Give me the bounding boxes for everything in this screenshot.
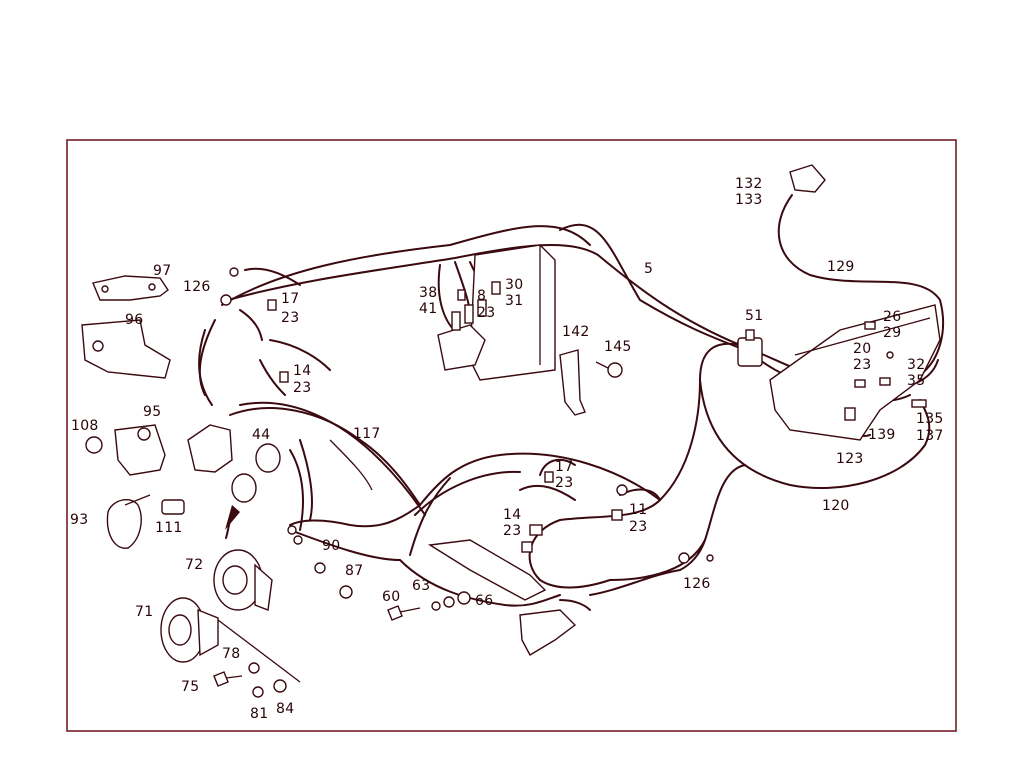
grommet-126a	[220, 294, 232, 306]
callout-129: 129	[827, 259, 855, 275]
callout-30: 30	[505, 277, 523, 293]
callout-23: 23	[555, 475, 573, 491]
callout-75: 75	[181, 679, 199, 695]
horn-71	[160, 597, 219, 663]
callout-31: 31	[505, 293, 523, 309]
screw-145	[595, 361, 623, 378]
callout-72: 72	[185, 557, 203, 573]
callout-5: 5	[644, 261, 653, 277]
callout-14: 14	[293, 363, 311, 379]
callout-123: 123	[836, 451, 864, 467]
bracket-96	[81, 319, 171, 379]
callout-63: 63	[412, 578, 430, 594]
callout-137: 137	[916, 428, 944, 444]
callout-8: 8	[477, 288, 486, 304]
nut-108	[85, 436, 103, 454]
callout-32: 32	[907, 357, 925, 373]
callout-labels: 97 126 17 23 38 41 8 23 30 31 5 132 133 …	[70, 176, 944, 722]
part-111	[161, 499, 185, 515]
callout-126: 126	[183, 279, 211, 295]
callout-93: 93	[70, 512, 88, 528]
relay-51	[737, 329, 763, 367]
callout-120: 120	[822, 498, 850, 514]
center-module	[427, 539, 577, 656]
grommet-126b	[678, 552, 690, 564]
callout-23: 23	[629, 519, 647, 535]
fuse-block	[437, 299, 487, 371]
callout-142: 142	[562, 324, 590, 340]
callout-111: 111	[155, 520, 183, 536]
callout-66: 66	[475, 593, 493, 609]
callout-132: 132	[735, 176, 763, 192]
callout-29: 29	[883, 325, 901, 341]
bolt-60	[387, 605, 421, 621]
callout-14: 14	[503, 507, 521, 523]
callout-81: 81	[250, 706, 268, 722]
hardware-75-84	[213, 619, 301, 698]
callout-84: 84	[276, 701, 294, 717]
callout-87: 87	[345, 563, 363, 579]
part-44	[231, 443, 281, 503]
callout-96: 96	[125, 312, 143, 328]
callout-60: 60	[382, 589, 400, 605]
callout-26: 26	[883, 309, 901, 325]
callout-23: 23	[853, 357, 871, 373]
callout-23: 23	[477, 305, 495, 321]
callout-126: 126	[683, 576, 711, 592]
callout-71: 71	[135, 604, 153, 620]
bracket-97	[92, 275, 169, 301]
main-harness	[198, 194, 944, 611]
bracket-142	[559, 349, 586, 416]
callout-51: 51	[745, 308, 763, 324]
callout-97: 97	[153, 263, 171, 279]
bracket-95	[114, 424, 166, 476]
diagram-frame	[66, 139, 957, 732]
callout-17: 17	[281, 291, 299, 307]
callout-23: 23	[293, 380, 311, 396]
callout-44: 44	[252, 427, 270, 443]
control-unit-right	[769, 304, 941, 441]
callout-139: 139	[868, 427, 896, 443]
callout-95: 95	[143, 404, 161, 420]
callout-117: 117	[353, 426, 381, 442]
clip-90	[314, 562, 326, 574]
callout-90: 90	[322, 538, 340, 554]
callout-23: 23	[281, 310, 299, 326]
callout-78: 78	[222, 646, 240, 662]
screw-87	[339, 585, 353, 599]
callout-35: 35	[907, 373, 925, 389]
horn-93	[106, 494, 151, 549]
callout-17: 17	[555, 459, 573, 475]
connector-132	[789, 164, 826, 193]
callout-38: 38	[419, 285, 437, 301]
housing-left	[187, 424, 233, 473]
callout-11: 11	[629, 502, 647, 518]
callout-133: 133	[735, 192, 763, 208]
callout-23: 23	[503, 523, 521, 539]
callout-41: 41	[419, 301, 437, 317]
horn-72	[213, 549, 273, 611]
callout-145: 145	[604, 339, 632, 355]
connector-tabs	[229, 267, 927, 562]
callout-108: 108	[71, 418, 99, 434]
hardware-63-66	[431, 591, 471, 611]
callout-20: 20	[853, 341, 871, 357]
callout-135: 135	[916, 411, 944, 427]
